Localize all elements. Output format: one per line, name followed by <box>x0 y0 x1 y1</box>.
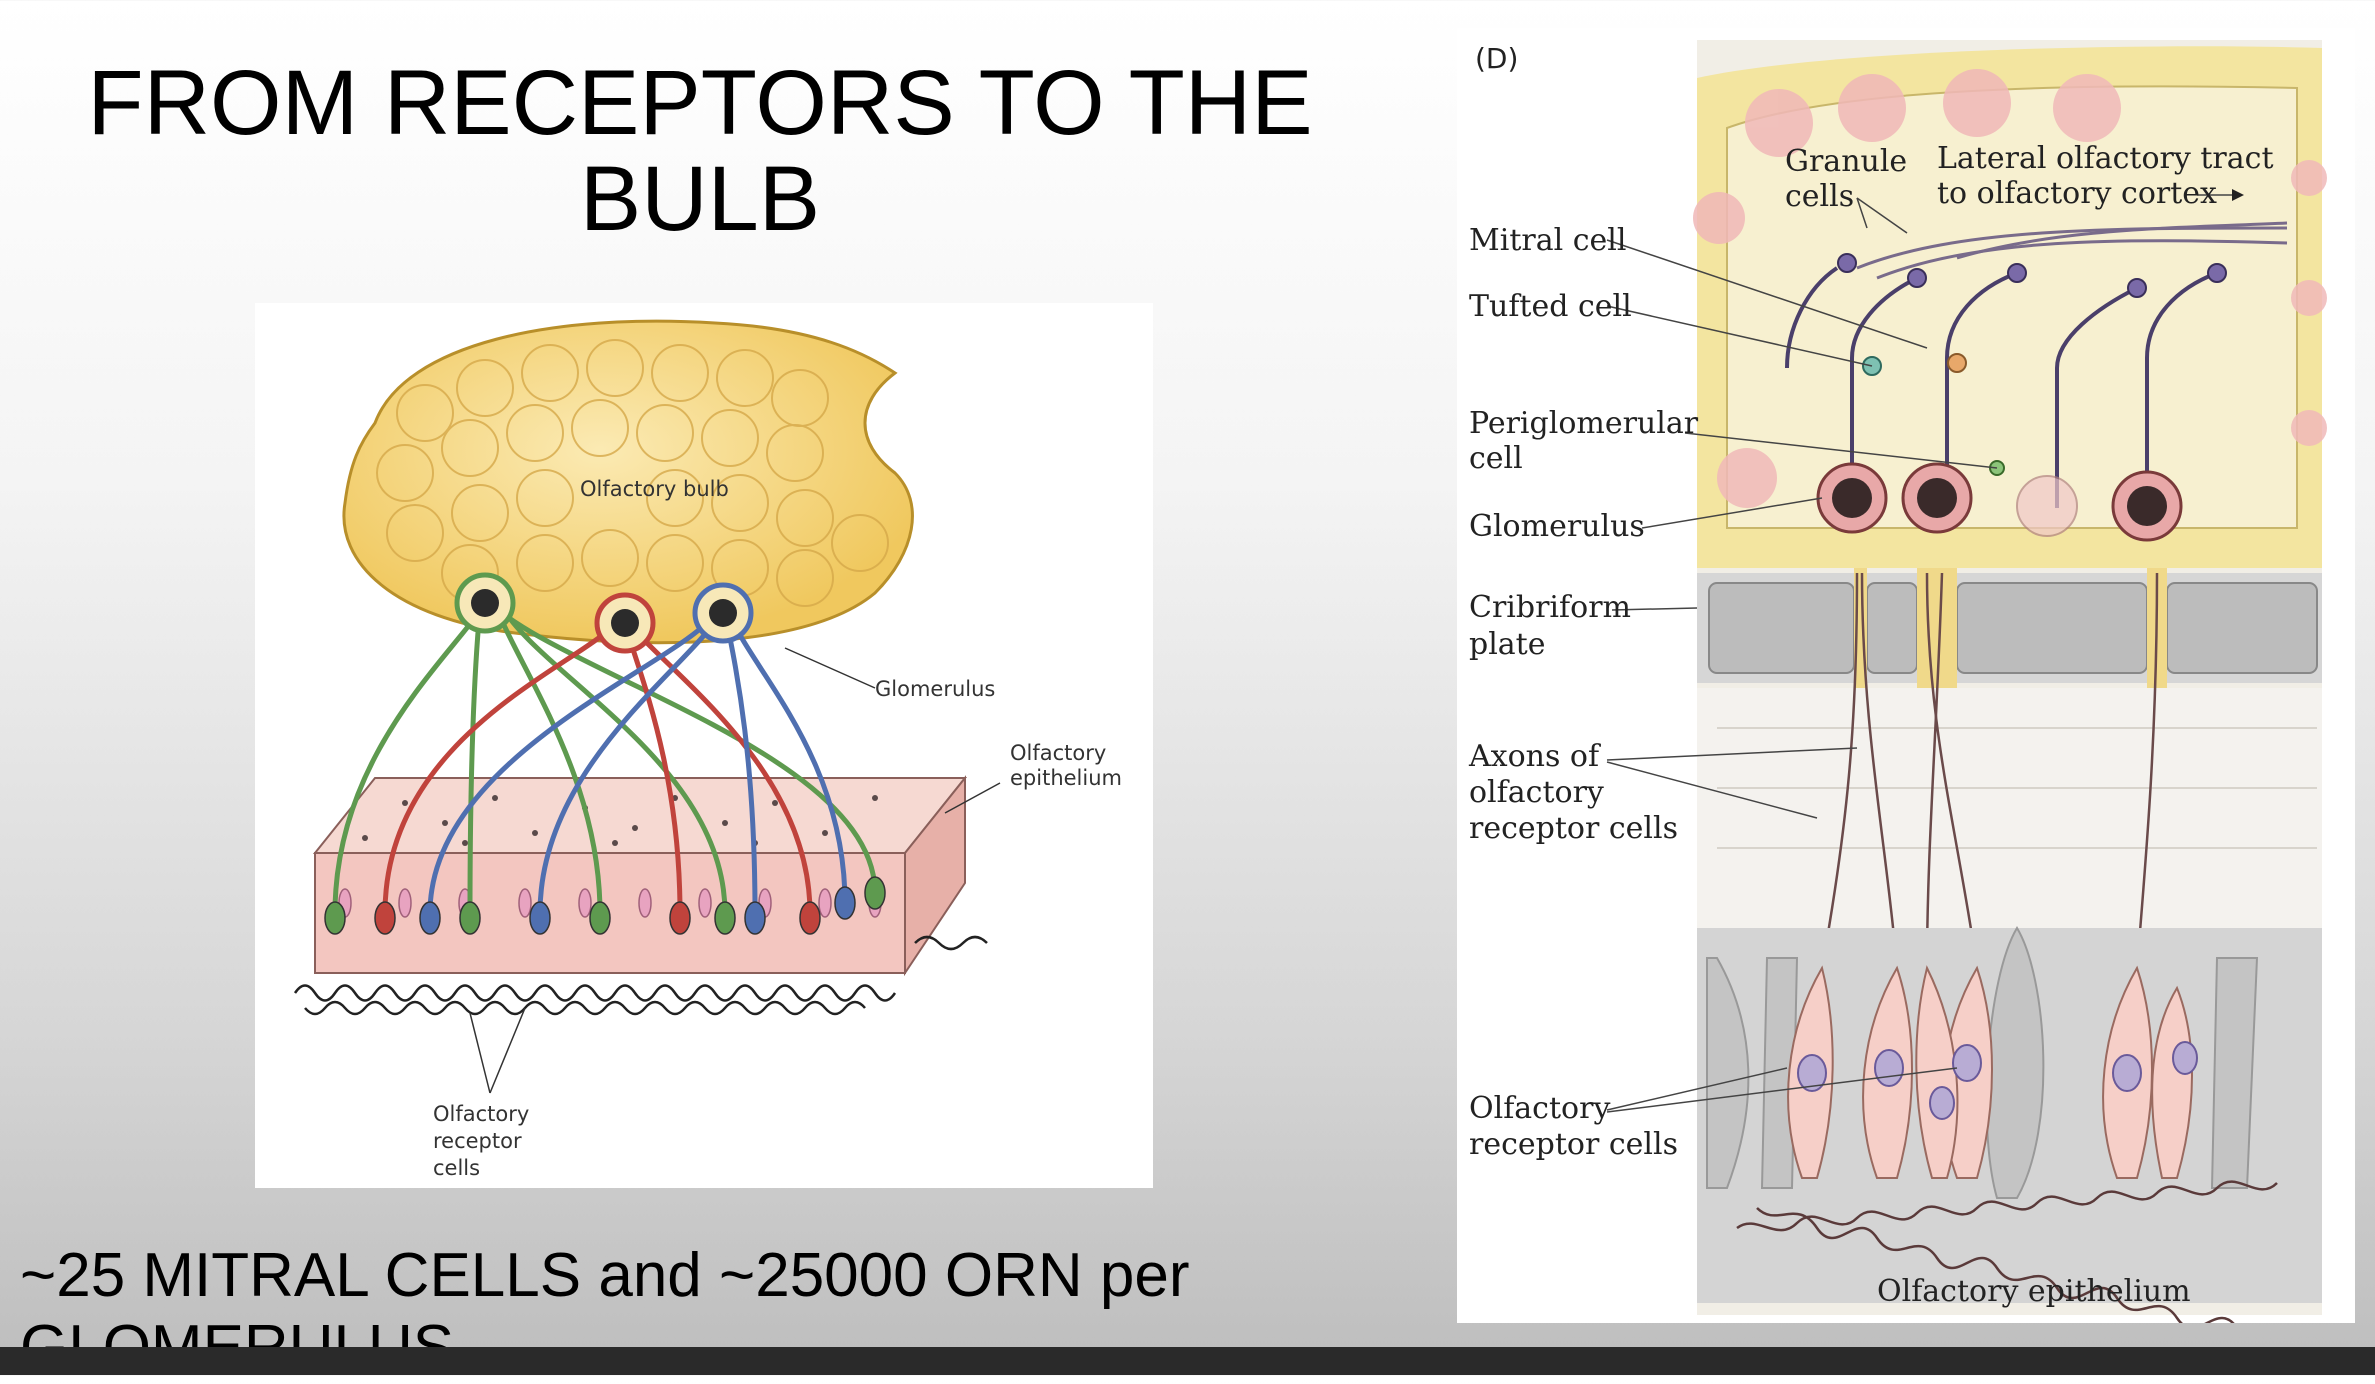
receptor-label-2: receptor <box>433 1129 522 1153</box>
green-axons <box>332 596 878 914</box>
blue-glomerulus <box>692 582 754 644</box>
bottom-bar <box>0 1347 2375 1375</box>
epithelium-label: Olfactory epithelium <box>1877 1274 2191 1309</box>
green-glomerulus <box>454 572 516 634</box>
receptor-cell-bodies <box>324 876 886 935</box>
periglomerular-label-2: cell <box>1469 441 1523 476</box>
page-title: FROM RECEPTORS TO THE BULB <box>87 52 1313 250</box>
granule-label-2: cells <box>1785 179 1854 214</box>
receptor-label-2: receptor cells <box>1469 1127 1678 1162</box>
cribriform-label-2: plate <box>1469 627 1546 662</box>
olfactory-bulb-diagram: Olfactory bulb Glomerulus Olfactory epit… <box>255 303 1153 1188</box>
axons-label-3: receptor cells <box>1469 811 1678 846</box>
panel-label: (D) <box>1475 42 1518 75</box>
epithelium-top <box>312 777 968 854</box>
epithelium-cilia <box>1736 1180 2278 1330</box>
axons-label-1: Axons of <box>1468 739 1601 774</box>
glomerulus-label: Glomerulus <box>875 677 995 701</box>
pathway-diagram-svg: (D) <box>1468 40 2327 1330</box>
glomerulus-label: Glomerulus <box>1469 509 1645 544</box>
glomeruli <box>1816 462 2183 542</box>
cilia <box>293 935 988 1016</box>
receptor-label-1: Olfactory <box>433 1102 529 1126</box>
epithelium-label-1: Olfactory <box>1010 741 1106 765</box>
epithelium-label-2: epithelium <box>1010 766 1122 790</box>
bulb-cells <box>376 339 889 607</box>
cribriform-label-1: Cribriform <box>1469 590 1631 625</box>
bulb-blobs <box>1693 69 2327 508</box>
bulb-diagram-svg: Olfactory bulb Glomerulus Olfactory epit… <box>293 319 1122 1180</box>
tract-label-1: Lateral olfactory tract <box>1937 141 2274 176</box>
olfactory-bulb-shape <box>342 319 914 645</box>
olfactory-pathway-diagram: (D) <box>1457 28 2355 1330</box>
tufted-label: Tufted cell <box>1469 289 1632 324</box>
granule-label-1: Granule <box>1785 144 1907 179</box>
axons-label-2: olfactory <box>1469 775 1604 810</box>
receptor-label-1: Olfactory <box>1469 1091 1610 1126</box>
mitral-dendrites <box>1785 266 2218 508</box>
receptor-axons <box>1820 572 2159 969</box>
red-glomerulus <box>594 592 656 654</box>
mitral-label: Mitral cell <box>1469 223 1626 258</box>
bulb-label: Olfactory bulb <box>580 477 729 501</box>
receptor-label-3: cells <box>433 1156 480 1180</box>
periglomerular-label-1: Periglomerular <box>1469 406 1699 441</box>
mitral-cell-bodies <box>1837 253 2227 298</box>
tract-label-2: to olfactory cortex <box>1937 176 2217 211</box>
